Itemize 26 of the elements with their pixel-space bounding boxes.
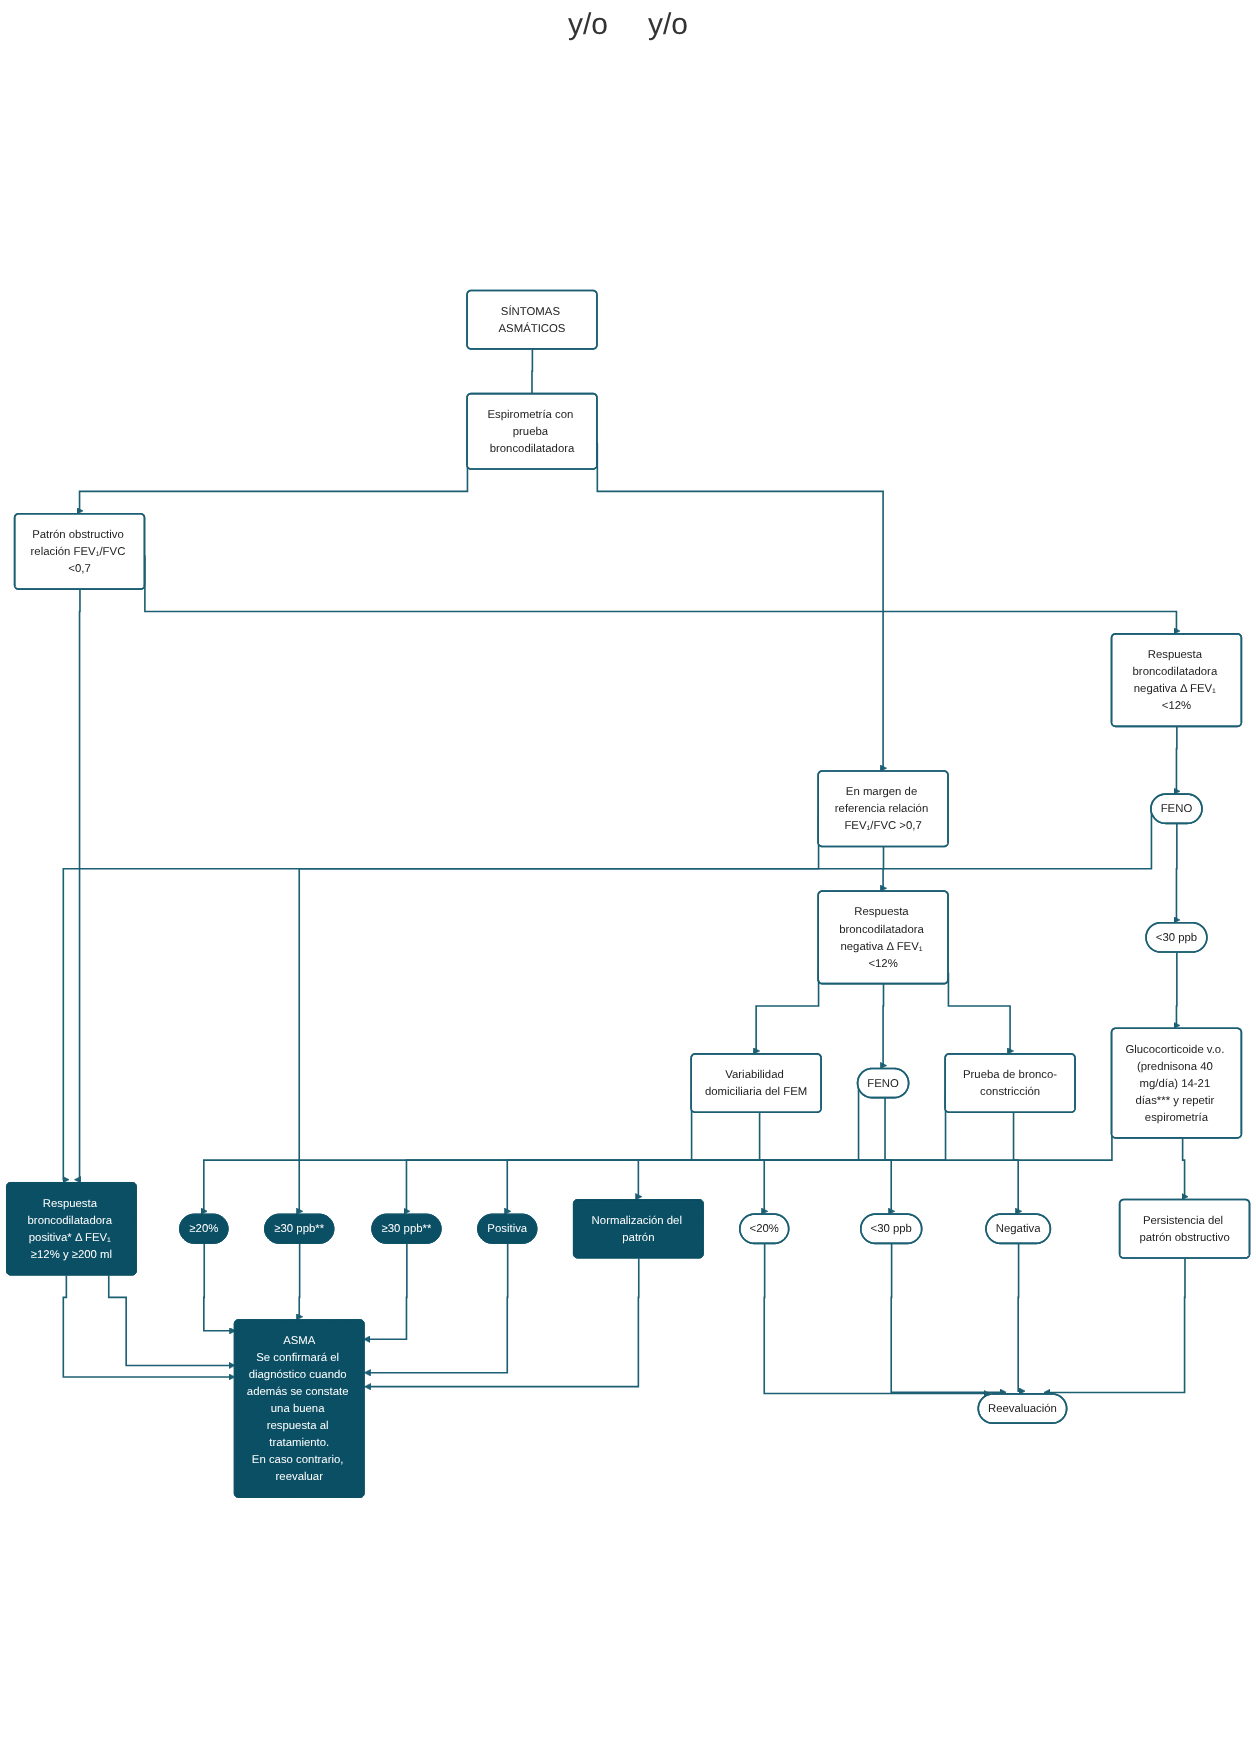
arrow xyxy=(1043,1257,1186,1397)
arrow xyxy=(879,846,887,892)
arrow xyxy=(363,1243,408,1343)
arrow xyxy=(296,1243,304,1321)
arrow xyxy=(884,1097,896,1215)
arrow xyxy=(107,1274,236,1370)
arrow xyxy=(296,810,1153,1215)
arrow xyxy=(1173,822,1181,924)
arrow xyxy=(890,1243,1007,1396)
arrow xyxy=(1012,1111,1023,1215)
arrow xyxy=(1017,1243,1026,1395)
connector xyxy=(531,348,534,395)
arrow xyxy=(203,1243,237,1335)
arrow xyxy=(74,588,82,1184)
arrow xyxy=(403,1086,860,1215)
arrow xyxy=(62,1274,236,1381)
arrow xyxy=(364,1257,640,1391)
arrow xyxy=(1181,1137,1189,1201)
arrow xyxy=(363,1243,509,1377)
note-text: y/o xyxy=(648,8,689,42)
arrow xyxy=(1173,725,1181,795)
arrow xyxy=(763,1243,991,1398)
note-text: y/o xyxy=(567,8,608,42)
arrow xyxy=(758,1111,769,1215)
arrow xyxy=(879,983,888,1070)
arrow xyxy=(1173,951,1181,1030)
